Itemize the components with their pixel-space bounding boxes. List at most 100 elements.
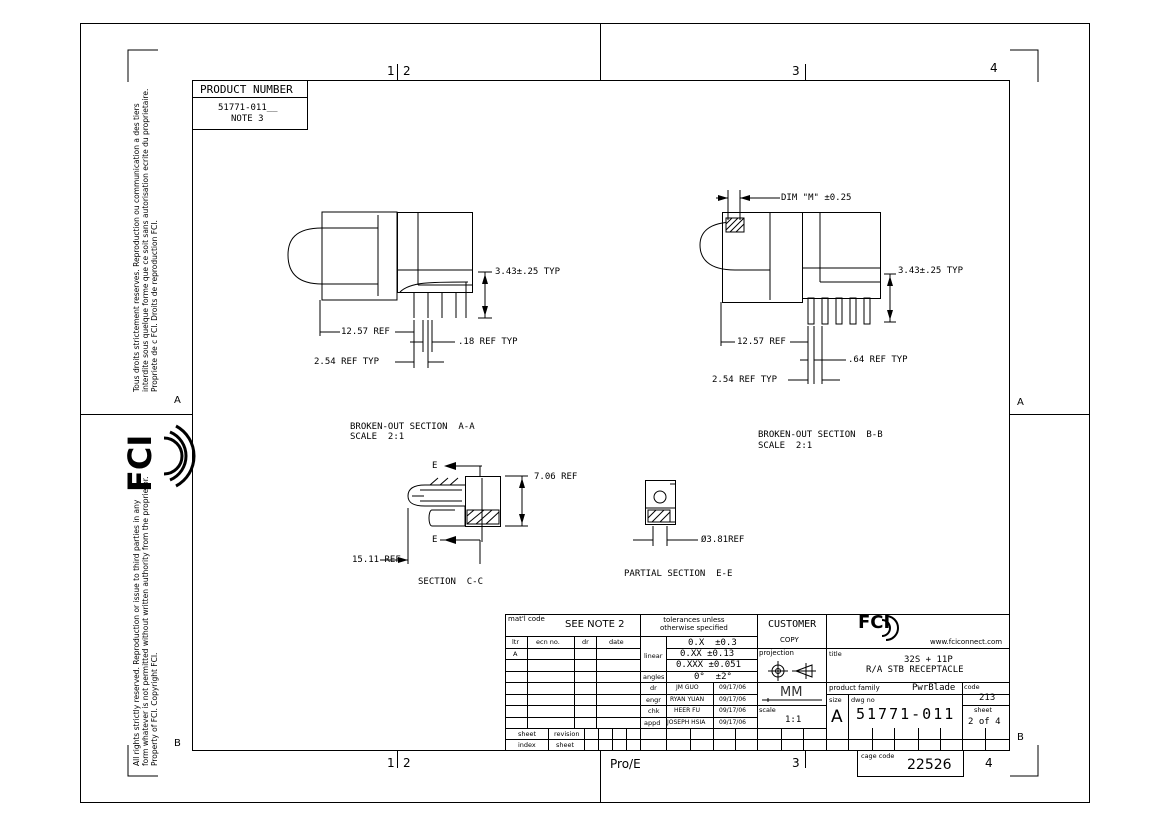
zone-bottom-1: 1 <box>387 756 395 770</box>
matl-value: SEE NOTE 2 <box>565 619 625 630</box>
sheet-index-label-4: sheet <box>556 741 575 749</box>
ee-dim-dia: Ø3.81REF <box>701 535 745 545</box>
approval-name-dr: JM GUO <box>676 684 699 691</box>
aa-scale: SCALE 2:1 <box>350 432 405 442</box>
rev-header-ltr: ltr <box>512 638 520 646</box>
tol-angles-label: angles <box>643 673 665 681</box>
fci-logo-text: FCI <box>121 434 159 492</box>
sheet-index-label-1: sheet <box>518 730 537 738</box>
approval-role-appd: appd <box>644 719 661 727</box>
dwg-no-value: 51771-011 <box>856 705 956 723</box>
units-label: MM <box>780 685 803 700</box>
tol-xxx: 0.XXX ±0.051 <box>676 660 742 670</box>
rev-header-dr: dr <box>582 638 589 646</box>
customer-label: CUSTOMER <box>768 619 817 630</box>
matl-label: mat'l code <box>508 615 545 623</box>
notice-english: All rights strictly reserved. Reproducti… <box>132 476 159 766</box>
outer-frame <box>80 23 1090 803</box>
scale-value: 1:1 <box>785 715 802 725</box>
dwg-no-label: dwg no <box>851 696 875 704</box>
view-ee-geometry <box>633 480 698 546</box>
approval-role-chk: chk <box>648 707 660 715</box>
ee-title: PARTIAL SECTION E-E <box>624 569 733 579</box>
fci-logo-left <box>163 424 196 488</box>
rev-ltr: A <box>513 650 518 658</box>
bb-dim-m: DIM "M" ±0.25 <box>781 193 852 203</box>
product-number-header: PRODUCT NUMBER <box>200 83 293 96</box>
product-family-value: PwrBlade <box>912 683 956 693</box>
bb-scale: SCALE 2:1 <box>758 441 813 451</box>
title-block-grid <box>505 614 1010 777</box>
zone-top-3: 3 <box>792 64 800 78</box>
zone-bottom-2: 2 <box>403 756 411 770</box>
title-line-2: R/A STB RECEPTACLE <box>866 665 964 675</box>
software-label: Pro/E <box>610 757 641 771</box>
approval-date-dr: 09/17/06 <box>719 684 746 691</box>
aa-dim-typ: 3.43±.25 TYP <box>495 267 561 277</box>
zone-top-2: 2 <box>403 64 411 78</box>
tol-linear-label: linear <box>644 652 663 660</box>
zone-top-4: 4 <box>990 61 998 75</box>
sheet-label: sheet <box>974 706 993 714</box>
approval-date-chk: 09/17/06 <box>719 707 746 714</box>
approval-name-appd: JOSEPH HSIA <box>667 719 706 726</box>
bb-dim-pitch: 2.54 REF TYP <box>712 375 778 385</box>
tol-title: tolerances unless otherwise specified <box>660 616 728 632</box>
bb-dim-pin: .64 REF TYP <box>848 355 908 365</box>
aa-title: BROKEN-OUT SECTION A-A <box>350 422 475 432</box>
title-label: title <box>829 650 842 658</box>
approval-date-engr: 09/17/06 <box>719 696 746 703</box>
product-number-value: 51771-011__ <box>218 103 278 113</box>
aa-dim-ref: 12.57 REF <box>341 327 390 337</box>
cage-code-label: cage code <box>861 752 895 760</box>
approval-role-engr: engr <box>646 696 661 704</box>
tol-xx: 0.XX ±0.13 <box>680 649 735 659</box>
bb-dim-ref: 12.57 REF <box>737 337 786 347</box>
product-number-note: NOTE 3 <box>231 114 264 124</box>
aa-dim-pitch: 2.54 REF TYP <box>314 357 380 367</box>
projection-label: projection <box>759 649 794 657</box>
zone-bottom-4: 4 <box>985 756 993 770</box>
inner-frame <box>192 80 1010 751</box>
row-label-b-left: B <box>174 738 181 749</box>
fci-logo-title <box>881 615 899 641</box>
product-family-label: product family <box>829 684 880 692</box>
copy-label: COPY <box>780 636 799 644</box>
notice-french: Tous droits strictement reserves. Reprod… <box>132 88 159 392</box>
sheet-index-label-3: index <box>518 741 536 749</box>
cc-dim-height: 7.06 REF <box>534 472 578 482</box>
bb-title: BROKEN-OUT SECTION B-B <box>758 430 883 440</box>
zone-top-1: 1 <box>387 64 395 78</box>
cc-label-e-top: E <box>432 461 438 471</box>
fci-logo-title-text: FCI <box>858 612 891 633</box>
code-value: 213 <box>979 693 996 703</box>
cc-dim-length: 15.11 REF <box>352 555 401 565</box>
zone-bottom-3: 3 <box>792 756 800 770</box>
view-bb-geometry <box>699 190 896 384</box>
tol-x: 0.X ±0.3 <box>688 638 737 648</box>
tol-angles: 0° ±2° <box>694 672 732 682</box>
row-label-a-right: A <box>1017 397 1024 408</box>
size-label: size <box>829 696 842 704</box>
sheet-value: 2 of 4 <box>968 717 1001 727</box>
view-aa-geometry <box>287 211 492 368</box>
row-label-b-right: B <box>1017 732 1024 743</box>
cc-label-e-bottom: E <box>432 535 438 545</box>
row-label-a-left: A <box>174 395 181 406</box>
cage-code-value: 22526 <box>907 757 952 773</box>
cc-title: SECTION C-C <box>418 577 484 587</box>
scale-label: scale <box>759 706 776 714</box>
size-value: A <box>831 707 843 727</box>
view-cc-geometry <box>380 466 528 564</box>
rev-header-date: date <box>609 638 624 646</box>
code-label: code <box>964 683 980 691</box>
aa-dim-pin: .18 REF TYP <box>458 337 518 347</box>
website: www.fciconnect.com <box>930 638 1003 646</box>
approval-name-engr: RYAN YUAN <box>670 696 705 703</box>
approval-role-dr: dr <box>650 684 657 692</box>
sheet-index-label-2: revision <box>554 730 580 738</box>
title-line-1: 32S + 11P <box>904 655 953 665</box>
approval-date-appd: 09/17/06 <box>719 719 746 726</box>
